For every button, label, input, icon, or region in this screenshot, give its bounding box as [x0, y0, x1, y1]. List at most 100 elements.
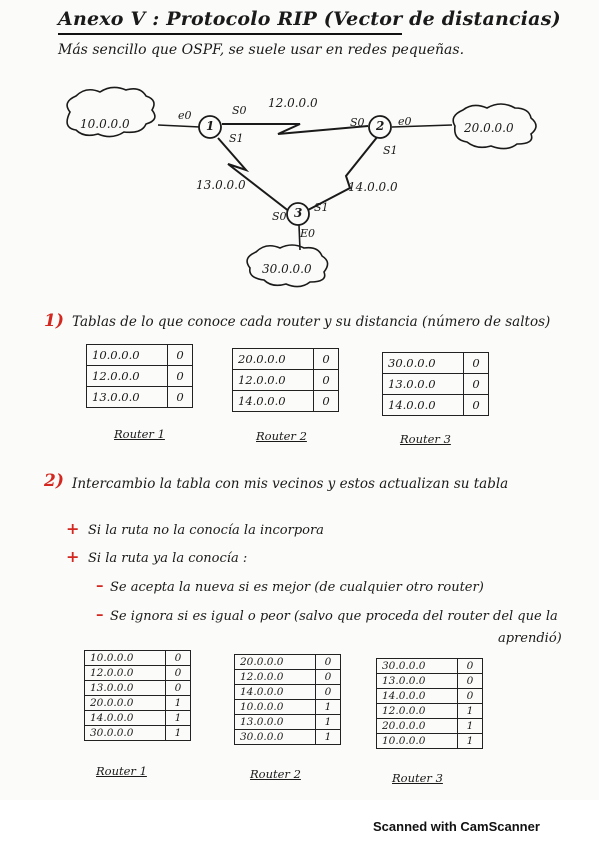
- table-cell: 10.0.0.0: [84, 650, 166, 666]
- router-3-icon: [286, 202, 310, 226]
- table-cell: 12.0.0.0: [376, 703, 458, 719]
- router-2-icon: [368, 115, 392, 139]
- table-cell: 0: [463, 352, 489, 374]
- plus-icon: +: [66, 519, 80, 538]
- step-2-text: Intercambio la tabla con mis vecinos y e…: [72, 476, 509, 492]
- link-label-13: 13.0.0.0: [196, 178, 246, 192]
- table-cell: 0: [463, 373, 489, 395]
- table-cell: 12.0.0.0: [234, 669, 316, 685]
- if-r1-s1: S1: [229, 132, 244, 145]
- table-cell: 1: [315, 714, 341, 730]
- if-r3-e0: E0: [300, 227, 316, 240]
- table-cell: 12.0.0.0: [232, 369, 314, 391]
- step-1-number: 1): [44, 311, 64, 331]
- if-r1-s0: S0: [232, 104, 247, 117]
- table-cell: 20.0.0.0: [376, 718, 458, 734]
- table-cell: 10.0.0.0: [376, 733, 458, 749]
- table-cell: 1: [457, 733, 483, 749]
- table-cell: 30.0.0.0: [382, 352, 464, 374]
- cloud-network-2: [452, 103, 537, 150]
- link-r1-r2: [222, 123, 369, 135]
- if-r1-e0: e0: [178, 109, 192, 122]
- table-cell: 0: [313, 348, 339, 370]
- table-cell: 0: [457, 688, 483, 704]
- table-cell: 13.0.0.0: [86, 386, 168, 408]
- link-label-14: 14.0.0.0: [348, 180, 398, 194]
- if-r2-s1: S1: [383, 144, 398, 157]
- step-1-text: Tablas de lo que conoce cada router y su…: [72, 314, 551, 330]
- sub-bullet-1-text: Se acepta la nueva si es mejor (de cualq…: [110, 580, 484, 595]
- page-title: Anexo V : Protocolo RIP (Vector de dista…: [58, 8, 561, 30]
- cloud-network-1: [66, 86, 156, 138]
- table-cell: 1: [165, 710, 191, 726]
- step2-label-router-1: Router 1: [96, 764, 147, 778]
- table-cell: 1: [457, 703, 483, 719]
- table-cell: 1: [457, 718, 483, 734]
- cloud-network-3: [246, 244, 329, 288]
- step-2-number: 2): [44, 471, 64, 491]
- table-cell: 0: [165, 665, 191, 681]
- if-r2-s0: S0: [350, 116, 365, 129]
- table-cell: 20.0.0.0: [232, 348, 314, 370]
- bullet-2-text: Si la ruta ya la conocía :: [88, 551, 248, 566]
- network-label-20: 20.0.0.0: [464, 121, 514, 135]
- network-label-30: 30.0.0.0: [262, 262, 312, 276]
- router-1-label: 1: [206, 119, 215, 133]
- network-diagram: [66, 86, 537, 288]
- table-cell: 10.0.0.0: [86, 344, 168, 366]
- table-cell: 13.0.0.0: [234, 714, 316, 730]
- bullet-1-text: Si la ruta no la conocía la incorpora: [88, 523, 324, 538]
- table-cell: 14.0.0.0: [234, 684, 316, 700]
- table-cell: 0: [315, 669, 341, 685]
- dash-icon: –: [96, 605, 104, 623]
- title-underline: [58, 33, 402, 35]
- table-cell: 14.0.0.0: [376, 688, 458, 704]
- link-r2-r3: [307, 135, 379, 211]
- table-cell: 20.0.0.0: [234, 654, 316, 670]
- table-cell: 0: [167, 386, 193, 408]
- table-cell: 30.0.0.0: [84, 725, 166, 741]
- step2-label-router-2: Router 2: [250, 767, 301, 781]
- table-cell: 14.0.0.0: [84, 710, 166, 726]
- sub-bullet-2-text: Se ignora si es igual o peor (salvo que …: [110, 609, 558, 624]
- table-cell: 0: [313, 390, 339, 412]
- table-cell: 0: [457, 673, 483, 689]
- table-cell: 12.0.0.0: [84, 665, 166, 681]
- table-cell: 1: [315, 699, 341, 715]
- table-cell: 0: [165, 680, 191, 696]
- table-cell: 30.0.0.0: [376, 658, 458, 674]
- sub-bullet-2-text-cont: aprendió): [498, 631, 562, 646]
- subtitle: Más sencillo que OSPF, se suele usar en …: [58, 42, 465, 58]
- table-cell: 0: [167, 344, 193, 366]
- table-cell: 14.0.0.0: [382, 394, 464, 416]
- table-cell: 12.0.0.0: [86, 365, 168, 387]
- table-cell: 0: [313, 369, 339, 391]
- table-cell: 13.0.0.0: [382, 373, 464, 395]
- step2-label-router-3: Router 3: [392, 771, 443, 785]
- if-r3-s1: S1: [314, 201, 329, 214]
